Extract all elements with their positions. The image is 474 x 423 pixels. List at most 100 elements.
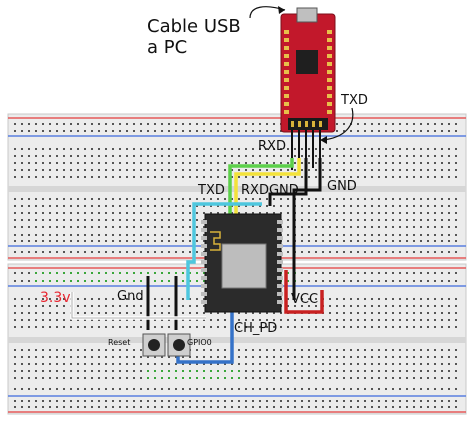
breadboard-hole [28, 226, 30, 228]
breadboard-hole [322, 326, 324, 328]
breadboard-hole [259, 212, 261, 214]
breadboard-hole [350, 198, 352, 200]
breadboard-hole [448, 198, 450, 200]
breadboard-hole [434, 377, 436, 379]
breadboard-hole [413, 319, 415, 321]
breadboard-hole [336, 176, 338, 178]
breadboard-hole [392, 312, 394, 314]
breadboard-hole [322, 212, 324, 214]
breadboard-hole [259, 377, 261, 379]
breadboard-hole [133, 377, 135, 379]
breadboard-hole [42, 377, 44, 379]
breadboard-hole [217, 155, 219, 157]
breadboard-hole [413, 198, 415, 200]
breadboard-hole [350, 272, 352, 274]
breadboard-hole [161, 406, 163, 408]
breadboard-hole [196, 155, 198, 157]
breadboard-hole [455, 305, 457, 307]
breadboard-hole [42, 388, 44, 390]
breadboard-hole [336, 388, 338, 390]
breadboard-hole [77, 349, 79, 351]
breadboard-hole [252, 205, 254, 207]
pin [277, 268, 283, 272]
breadboard-hole [357, 388, 359, 390]
breadboard-hole [140, 298, 142, 300]
breadboard-hole [322, 240, 324, 242]
pin [284, 54, 289, 58]
breadboard-hole [392, 377, 394, 379]
breadboard-hole [42, 305, 44, 307]
breadboard-hole [434, 280, 436, 282]
breadboard-hole [63, 363, 65, 365]
breadboard-hole [329, 377, 331, 379]
breadboard-hole [427, 162, 429, 164]
breadboard-hole [406, 198, 408, 200]
breadboard-hole [140, 280, 142, 282]
breadboard-hole [168, 226, 170, 228]
breadboard-hole [42, 162, 44, 164]
breadboard-hole [42, 356, 44, 358]
breadboard-hole [84, 130, 86, 132]
usb-serial-adapter [280, 7, 336, 133]
breadboard-hole [175, 212, 177, 214]
breadboard-hole [182, 400, 184, 402]
breadboard-hole [455, 123, 457, 125]
breadboard-hole [238, 148, 240, 150]
breadboard-hole [420, 212, 422, 214]
breadboard-hole [399, 280, 401, 282]
breadboard-hole [210, 312, 212, 314]
breadboard-hole [70, 219, 72, 221]
breadboard-hole [420, 312, 422, 314]
breadboard-hole [63, 240, 65, 242]
breadboard-hole [203, 305, 205, 307]
breadboard-hole [189, 123, 191, 125]
breadboard-hole [287, 198, 289, 200]
breadboard-hole [434, 240, 436, 242]
breadboard-hole [413, 234, 415, 236]
breadboard-hole [182, 363, 184, 365]
breadboard-hole [238, 326, 240, 328]
breadboard-hole [322, 234, 324, 236]
breadboard-hole [42, 326, 44, 328]
breadboard-hole [133, 305, 135, 307]
breadboard-hole [133, 169, 135, 171]
breadboard-hole [273, 363, 275, 365]
breadboard-hole [287, 169, 289, 171]
breadboard-hole [28, 234, 30, 236]
breadboard-hole [168, 219, 170, 221]
breadboard-hole [329, 198, 331, 200]
breadboard-hole [322, 226, 324, 228]
breadboard-hole [133, 251, 135, 253]
breadboard-hole [168, 370, 170, 372]
breadboard-hole [385, 272, 387, 274]
breadboard-hole [406, 319, 408, 321]
breadboard-hole [259, 363, 261, 365]
breadboard-hole [343, 400, 345, 402]
breadboard-hole [308, 377, 310, 379]
antenna-icon [210, 231, 221, 251]
breadboard-hole [56, 370, 58, 372]
breadboard-hole [448, 280, 450, 282]
breadboard-hole [434, 219, 436, 221]
breadboard-hole [231, 205, 233, 207]
breadboard-hole [406, 272, 408, 274]
breadboard-hole [91, 219, 93, 221]
breadboard-hole [56, 176, 58, 178]
breadboard-hole [147, 169, 149, 171]
breadboard-hole [308, 356, 310, 358]
breadboard-hole [385, 326, 387, 328]
breadboard-hole [182, 226, 184, 228]
breadboard-hole [133, 400, 135, 402]
breadboard-hole [175, 198, 177, 200]
breadboard-hole [441, 226, 443, 228]
breadboard-hole [91, 406, 93, 408]
breadboard-hole [112, 305, 114, 307]
breadboard-hole [287, 305, 289, 307]
breadboard-hole [392, 363, 394, 365]
pin [327, 102, 332, 106]
breadboard-hole [28, 363, 30, 365]
breadboard-hole [287, 212, 289, 214]
breadboard-hole [203, 148, 205, 150]
breadboard-hole [385, 400, 387, 402]
breadboard-hole [308, 406, 310, 408]
